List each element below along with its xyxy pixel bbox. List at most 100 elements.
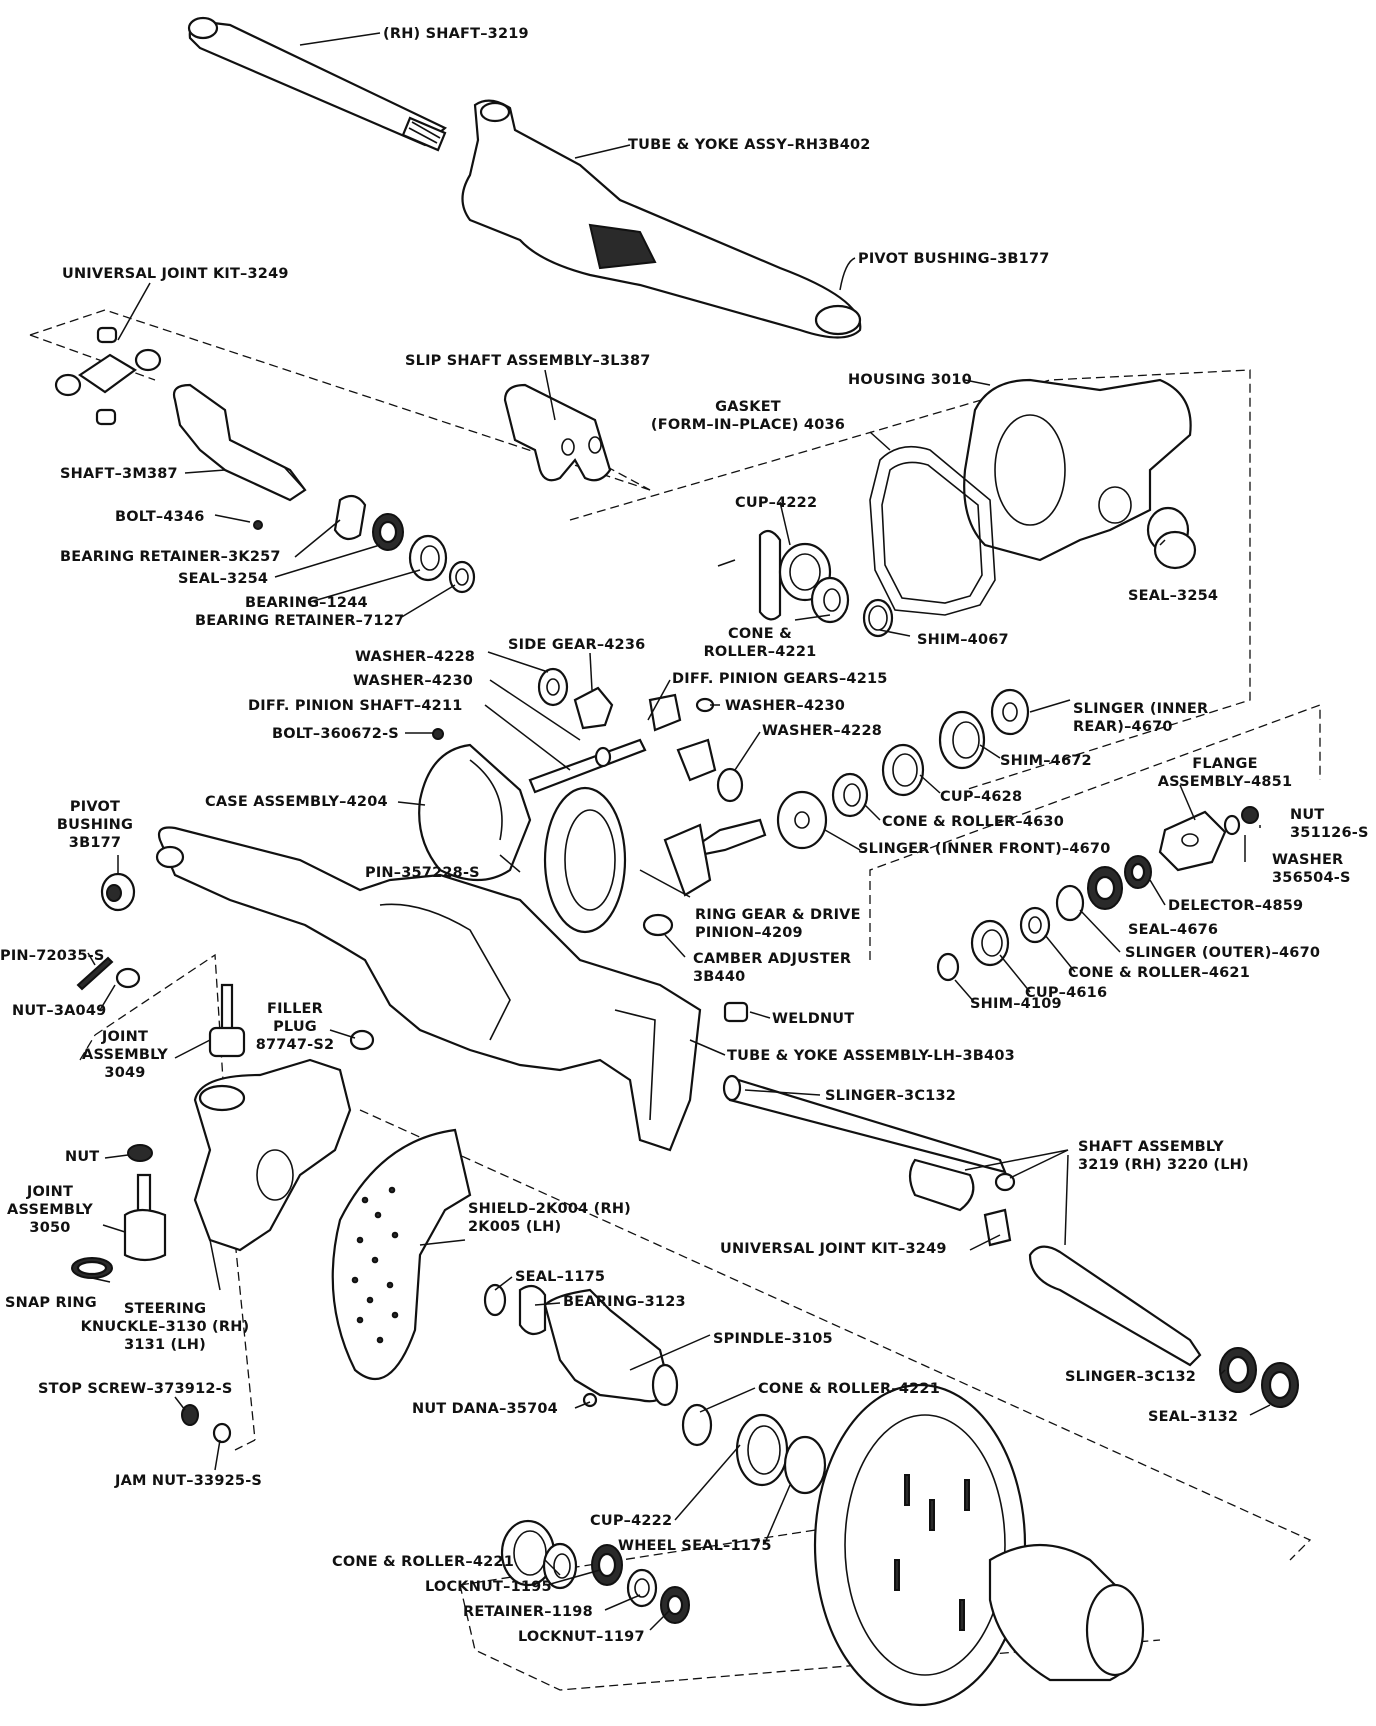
label-stop-screw: STOP SCREW–373912-S [38, 1381, 233, 1397]
label-seal-3132: SEAL–3132 [1148, 1409, 1239, 1425]
label-nut-3a049: NUT–3A049 [12, 1003, 107, 1019]
label-washer-4230-left: WASHER–4230 [353, 673, 474, 689]
stop-screw [181, 1404, 199, 1426]
seal-3254-right [1153, 530, 1197, 570]
weldnut [723, 1001, 749, 1023]
bearing-retainer-7127 [448, 560, 476, 594]
label-gasket: GASKET(FORM–IN–PLACE) 4036 [650, 399, 846, 433]
cone-roller-4630 [831, 772, 869, 818]
shield-2k004 [331, 1128, 472, 1381]
nut-351126 [1241, 806, 1259, 824]
label-weldnut: WELDNUT [772, 1011, 855, 1027]
label-rh-shaft-3219: (RH) SHAFT–3219 [383, 26, 529, 42]
label-locknut-1197: LOCKNUT–1197 [518, 1629, 645, 1645]
cup-4222-bottom [735, 1413, 789, 1487]
leader-lines [87, 32, 1271, 1631]
label-case-assembly: CASE ASSEMBLY–4204 [205, 794, 388, 810]
pin-72035 [76, 956, 114, 991]
washer-4228-top [537, 667, 569, 707]
wheel-seal-1175 [783, 1435, 827, 1495]
cup-4628 [881, 743, 925, 797]
slinger-3c132-top [722, 1074, 742, 1102]
label-seal-4676: SEAL–4676 [1128, 922, 1219, 938]
label-spindle: SPINDLE–3105 [713, 1331, 833, 1347]
label-washer-4228-right: WASHER–4228 [762, 723, 883, 739]
label-pin-357228: PIN–357228-S [365, 865, 480, 881]
bolt-4346 [253, 520, 263, 530]
label-pivot-bushing-top: PIVOT BUSHING–3B177 [858, 251, 1050, 267]
label-bolt-4346: BOLT–4346 [115, 509, 205, 525]
label-tube-yoke-lh: TUBE & YOKE ASSEMBLY-LH–3B403 [727, 1048, 1015, 1064]
label-seal-1175: SEAL–1175 [515, 1269, 606, 1285]
cone-roller-4221-top [810, 576, 850, 624]
housing-3010 [963, 378, 1192, 562]
tube-yoke-rh [461, 99, 862, 339]
label-slinger-3c132-bottom: SLINGER–3C132 [1065, 1369, 1197, 1385]
label-tube-yoke-rh: TUBE & YOKE ASSY–RH3B402 [628, 137, 871, 153]
slip-shaft-assembly [503, 383, 612, 482]
drive-shaft-3219-3220 [728, 1076, 1202, 1367]
label-bearing-retainer-3k257: BEARING RETAINER–3K257 [60, 549, 281, 565]
label-bearing-3123: BEARING–3123 [563, 1294, 686, 1310]
shim-4067 [862, 598, 894, 638]
shim-4109 [936, 952, 960, 982]
cup-4616 [970, 919, 1010, 967]
label-pin-72035: PIN–72035-S [0, 948, 105, 964]
joint-assembly-3050 [123, 1173, 167, 1262]
bearing-1244 [408, 534, 448, 582]
label-slip-shaft-assembly: SLIP SHAFT ASSEMBLY–3L387 [405, 353, 651, 369]
label-cone-roller-4221-mid: CONE & ROLLER–4221 [758, 1381, 940, 1397]
label-washer-4230-right: WASHER–4230 [725, 698, 846, 714]
label-slinger-outer: SLINGER (OUTER)–4670 [1125, 945, 1321, 961]
filler-plug [349, 1029, 375, 1051]
locknut-1195 [591, 1544, 623, 1586]
washer-4228-right [716, 767, 744, 803]
label-bearing-retainer-7127: BEARING RETAINER–7127 [195, 613, 405, 629]
label-snap-ring: SNAP RING [5, 1295, 97, 1311]
side-gear-4236 [573, 686, 614, 730]
washer-356504 [1223, 814, 1241, 836]
case-assembly-4204 [418, 743, 532, 881]
label-housing-3010: HOUSING 3010 [848, 372, 972, 388]
cone-roller-4221-mid [681, 1403, 713, 1447]
label-cup-4616: CUP–4616 [1025, 985, 1108, 1001]
steering-knuckle [193, 1058, 352, 1252]
slinger-inner-rear [990, 688, 1030, 736]
label-jam-nut: JAM NUT–33925-S [115, 1473, 263, 1489]
slinger-inner-front [776, 790, 828, 850]
label-cone-roller-4221-bottom: CONE & ROLLER–4221 [332, 1554, 514, 1570]
label-deflector: DELECTOR–4859 [1168, 898, 1304, 914]
cone-roller-4221-lower [542, 1542, 578, 1590]
seal-3254-left [372, 513, 404, 551]
retainer-1198 [626, 1568, 658, 1608]
joint-assembly-3049 [208, 983, 246, 1058]
seal-1175 [483, 1283, 507, 1317]
label-bearing-1244: BEARING–1244 [245, 595, 368, 611]
label-shim-4109: SHIM–4109 [970, 996, 1062, 1012]
cone-roller-4621 [1019, 906, 1051, 944]
label-cone-roller-4221-top: CONE &ROLLER–4221 [703, 626, 817, 660]
bearing-retainer-3k257 [333, 494, 367, 541]
diff-pinion-shaft [528, 738, 647, 794]
pivot-bushing-left [100, 872, 136, 912]
snap-ring [71, 1257, 113, 1279]
label-shim-4067: SHIM–4067 [917, 632, 1009, 648]
label-diff-pinion-shaft: DIFF. PINION SHAFT–4211 [248, 698, 463, 714]
deflector-4859 [1124, 855, 1152, 889]
gasket-4036 [869, 445, 996, 616]
label-nut-left: NUT [65, 1149, 100, 1165]
label-shaft-3m387: SHAFT–3M387 [60, 466, 178, 482]
label-cup-4222-top: CUP–4222 [735, 495, 818, 511]
rh-shaft-3219 [187, 16, 448, 152]
